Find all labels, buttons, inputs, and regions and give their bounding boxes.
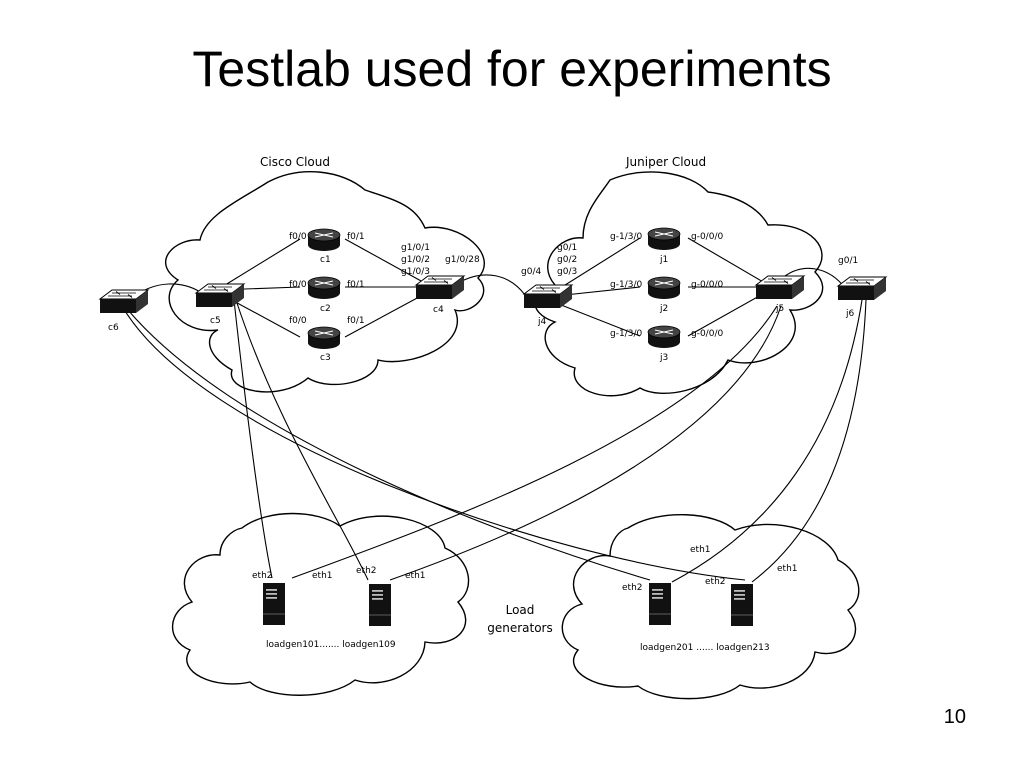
port-loadgen201-eth2: eth2 [622, 583, 643, 593]
port-loadgen109-eth2: eth2 [356, 566, 377, 576]
c1-router-icon [307, 228, 341, 252]
loadgen201-213-label: loadgen201 ...... loadgen213 [640, 643, 770, 653]
load-generators-label-2: generators [487, 621, 553, 635]
j1-router-icon [647, 227, 681, 251]
port-loadgen101-eth1: eth1 [312, 571, 333, 581]
c2-label: c2 [320, 304, 331, 314]
port-j4-g0-4: g0/4 [521, 267, 541, 277]
j4-label: j4 [537, 317, 547, 327]
j1-label: j1 [659, 255, 668, 265]
c6-switch-icon [99, 289, 149, 314]
port-j3-g-1-3-0: g-1/3/0 [610, 329, 642, 339]
c3-router-icon [307, 326, 341, 350]
j6-switch-icon [837, 276, 887, 301]
c3-label: c3 [320, 353, 331, 363]
port-c3-f0-1: f0/1 [347, 316, 365, 326]
loadgen101-server-icon [262, 582, 286, 626]
loadgen201-cloud-shape [561, 513, 860, 700]
port-c4-g1-0-2: g1/0/2 [401, 255, 430, 265]
port-j2-g-0-0-0: g-0/0/0 [691, 280, 723, 290]
c4-label: c4 [433, 305, 444, 315]
port-j6-g0-1: g0/1 [838, 256, 858, 266]
j2-router-icon [647, 276, 681, 300]
port-j4-g0-2: g0/2 [557, 255, 577, 265]
port-loadgen213-eth2: eth2 [705, 577, 726, 587]
port-j1-g-1-3-0: g-1/3/0 [610, 232, 642, 242]
port-c3-f0-0: f0/0 [289, 316, 307, 326]
loadgen109-server-icon [368, 583, 392, 627]
port-loadgen109-eth1: eth1 [405, 571, 426, 581]
j3-router-icon [647, 325, 681, 349]
loadgen213-server-icon [730, 583, 754, 627]
loadgen101-109-label: loadgen101....... loadgen109 [266, 640, 396, 650]
slide-title: Testlab used for experiments [192, 41, 832, 97]
port-loadgen213-eth1: eth1 [777, 564, 798, 574]
port-c1-f0-0: f0/0 [289, 232, 307, 242]
c1-label: c1 [320, 255, 331, 265]
j3-label: j3 [659, 353, 668, 363]
port-c1-f0-1: f0/1 [347, 232, 365, 242]
j5-label: j5 [775, 304, 784, 314]
port-j1-g-0-0-0: g-0/0/0 [691, 232, 723, 242]
c5-label: c5 [210, 316, 221, 326]
loadgen201-server-icon [648, 582, 672, 626]
loadgen101-cloud-shape [171, 512, 470, 696]
j2-label: j2 [659, 304, 668, 314]
cisco-cloud-label: Cisco Cloud [260, 155, 330, 169]
j6-label: j6 [845, 309, 855, 319]
port-loadgen101-eth2: eth2 [252, 571, 273, 581]
c6-label: c6 [108, 323, 119, 333]
port-c4-g1-0-3: g1/0/3 [401, 267, 430, 277]
port-loadgen201-eth1: eth1 [690, 545, 711, 555]
load-generators-label-1: Load [506, 603, 535, 617]
wires [121, 237, 867, 583]
juniper-cloud-label: Juniper Cloud [625, 155, 706, 169]
port-j4-g0-3: g0/3 [557, 267, 577, 277]
port-c2-f0-1: f0/1 [347, 280, 365, 290]
port-c2-f0-0: f0/0 [289, 280, 307, 290]
port-j2-g-1-3-0: g-1/3/0 [610, 280, 642, 290]
port-j3-g-0-0-0: g-0/0/0 [691, 329, 723, 339]
port-j4-g0-1: g0/1 [557, 243, 577, 253]
page-number: 10 [943, 706, 966, 728]
c2-router-icon [307, 276, 341, 300]
port-c4-g1-0-28: g1/0/28 [445, 255, 480, 265]
port-c4-g1-0-1: g1/0/1 [401, 243, 430, 253]
